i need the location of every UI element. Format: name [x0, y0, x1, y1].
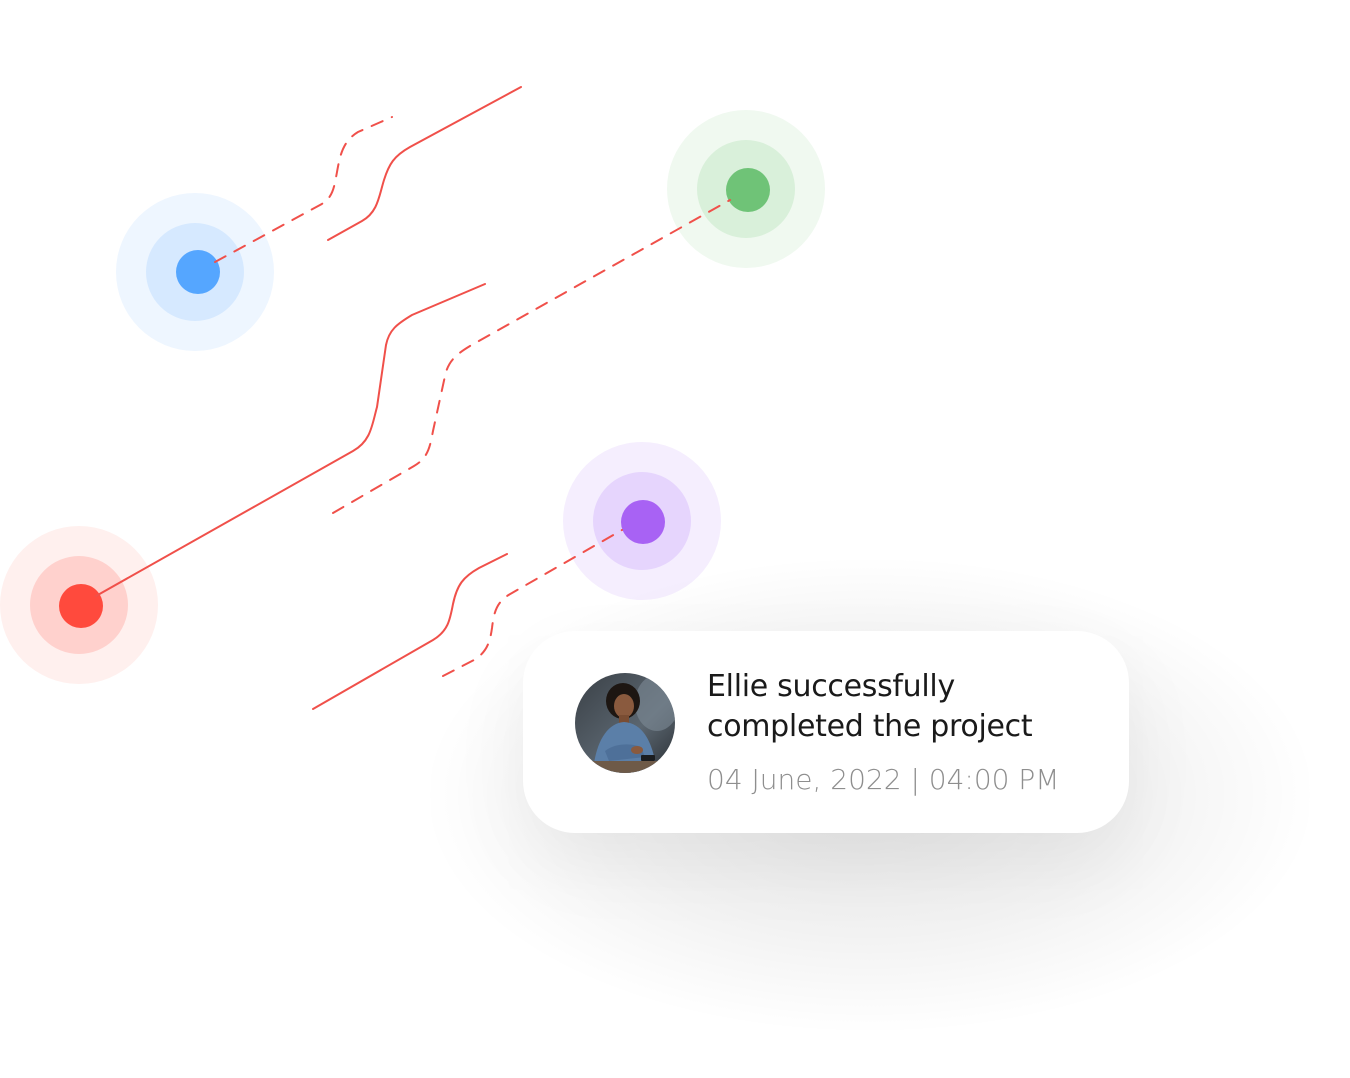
red-marker: [0, 526, 158, 684]
blue-marker: [116, 193, 274, 351]
dashed-line-blue: [214, 116, 393, 263]
green-marker: [667, 110, 825, 268]
notification-card[interactable]: Ellie successfully completed the project…: [523, 631, 1129, 833]
solid-line-red: [95, 283, 486, 597]
notification-timestamp: 04 June, 2022 | 04:00 PM: [707, 763, 1060, 796]
user-avatar-icon: [575, 673, 675, 773]
notification-title: Ellie successfully completed the project: [707, 669, 1033, 744]
purple-marker: [563, 442, 721, 600]
solid-line-bottom: [312, 553, 508, 710]
solid-line-top: [327, 86, 522, 241]
dashed-line-green: [332, 199, 731, 514]
dashed-line-purple: [442, 529, 623, 677]
